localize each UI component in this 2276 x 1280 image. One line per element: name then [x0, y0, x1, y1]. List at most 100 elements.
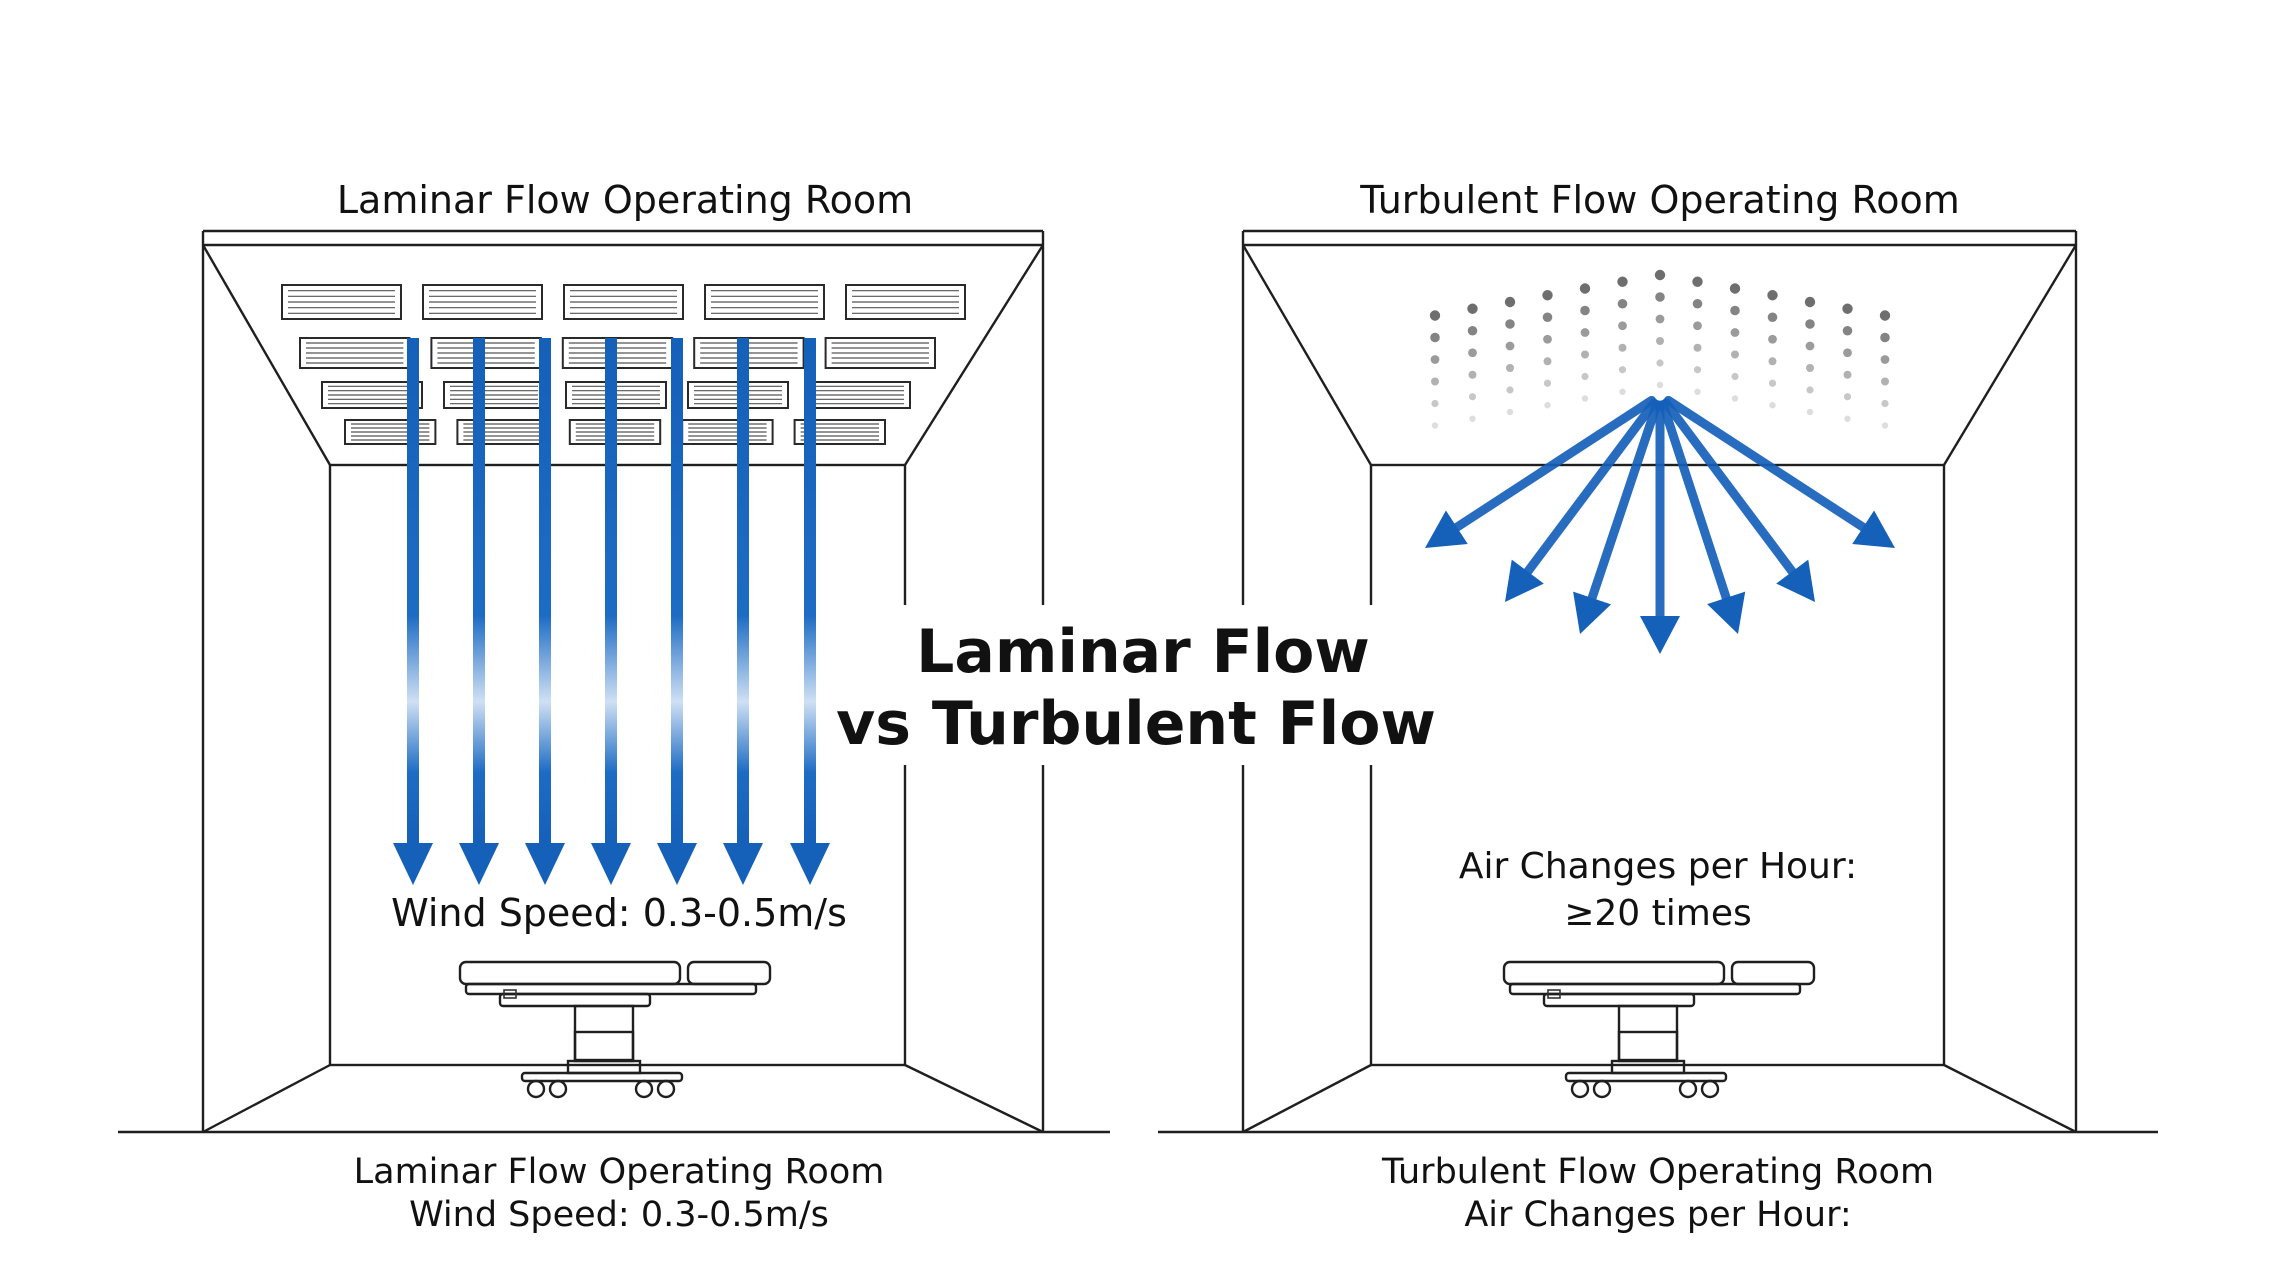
laminar-arrow-head: [525, 843, 565, 885]
laminar-title: Laminar Flow Operating Room: [337, 178, 913, 222]
diffuser-dot: [1543, 379, 1552, 387]
center-title: Laminar Flow vs Turbulent Flow: [836, 605, 1436, 765]
laminar-caption-line2: Wind Speed: 0.3-0.5m/s: [409, 1195, 829, 1235]
diffuser-dot: [1842, 325, 1853, 336]
diffuser-dot: [1467, 303, 1478, 314]
turbulent-arrows: [1425, 395, 1895, 654]
diffuser-dot: [1769, 402, 1776, 409]
laminar-arrow-head: [657, 843, 697, 885]
turbulent-arrow-head: [1852, 510, 1895, 548]
ceiling-hepa-filter-grid-icon: [281, 284, 966, 445]
turbulent-room: Turbulent Flow Operating Room Air Change…: [1158, 178, 2158, 1235]
diffuser-dot: [1806, 408, 1814, 416]
laminar-arrow-shaft: [605, 338, 617, 843]
diffuser-dot: [1505, 319, 1515, 329]
turbulent-title: Turbulent Flow Operating Room: [1359, 178, 1959, 222]
turbulent-arrow-shaft: [1587, 399, 1662, 603]
diffuser-dot: [1806, 386, 1814, 394]
diffuser-dot: [1806, 364, 1814, 372]
diffuser-dot: [1619, 388, 1626, 395]
turbulent-caption-line2: Air Changes per Hour:: [1464, 1195, 1851, 1235]
diffuser-dot: [1581, 372, 1589, 381]
diffuser-dot: [1805, 319, 1815, 329]
laminar-arrow-head: [459, 843, 499, 885]
diffuser-dot: [1844, 415, 1851, 422]
laminar-arrow-head: [723, 843, 763, 885]
diffuser-dot: [1656, 337, 1664, 345]
diffuser-dot: [1581, 395, 1589, 402]
diffuser-dot: [1881, 399, 1889, 408]
laminar-arrow-head: [591, 843, 631, 885]
diffuser-dot: [1579, 283, 1591, 294]
turbulent-arrow-head: [1776, 559, 1815, 602]
diffuser-dot: [1654, 269, 1666, 281]
diffuser-dot: [1431, 377, 1439, 386]
operating-table-icon: [1502, 960, 1816, 1099]
diffuser-dot: [1618, 366, 1627, 374]
turbulent-arrow-shaft: [1452, 395, 1657, 532]
turbulent-arrow-head: [1425, 510, 1468, 548]
turbulent-arrow-head: [1573, 591, 1612, 634]
diffuser-dot: [1655, 314, 1665, 324]
diffuser-dot: [1692, 298, 1703, 309]
diffuser-dot: [1880, 355, 1890, 364]
diffuser-dot: [1617, 298, 1628, 309]
turbulent-arrow-shaft: [1658, 400, 1731, 603]
wind-speed-label: Wind Speed: 0.3-0.5m/s: [391, 891, 847, 935]
diffuser-dot: [1804, 296, 1816, 308]
diffuser-dot: [1656, 359, 1664, 367]
diffuser-dot: [1467, 325, 1478, 336]
diffuser-dot: [1581, 350, 1589, 359]
laminar-arrow-shaft: [473, 338, 485, 843]
diffuser-dot: [1618, 343, 1627, 352]
diffuser-dot: [1542, 312, 1553, 323]
diffuser-dot: [1468, 393, 1477, 401]
diffuser-dot: [1730, 328, 1740, 337]
laminar-room: Laminar Flow Operating Room Wind Speed: …: [118, 178, 1110, 1235]
diffuser-dot: [1692, 276, 1703, 287]
diffuser-dot: [1429, 310, 1441, 321]
diffuser-dot: [1543, 357, 1552, 366]
turbulent-arrow-shaft: [1661, 398, 1797, 577]
diffuser-dot: [1842, 303, 1853, 314]
diffuser-dot: [1504, 296, 1516, 308]
diffuser-dot: [1431, 422, 1439, 429]
diffuser-dot: [1543, 334, 1552, 344]
diffuser-dot: [1805, 341, 1815, 351]
turbulent-arrow-head: [1505, 559, 1544, 602]
diffuser-dot: [1693, 343, 1702, 352]
center-title-line2: vs Turbulent Flow: [836, 689, 1436, 759]
laminar-arrows: [393, 338, 830, 885]
diffuser-dot: [1580, 305, 1590, 316]
diffuser-dot: [1617, 276, 1628, 287]
diffuser-dot: [1843, 370, 1852, 379]
diffuser-dot: [1468, 348, 1477, 358]
diffuser-dots-icon: [1429, 269, 1891, 429]
diffuser-dot: [1656, 381, 1664, 389]
turbulent-arrow-shaft: [1663, 395, 1868, 532]
diffuser-dot: [1506, 364, 1514, 372]
laminar-arrow-shaft: [539, 338, 551, 843]
diffuser-dot: [1767, 312, 1778, 323]
diffuser-dot: [1431, 399, 1439, 408]
diffuser-dot: [1430, 332, 1440, 343]
diffuser-dot: [1881, 422, 1889, 429]
center-title-line1: Laminar Flow: [916, 617, 1370, 687]
diffuser-dot: [1768, 379, 1777, 387]
diffuser-dot: [1843, 348, 1852, 358]
diffuser-dot: [1843, 393, 1852, 401]
turbulent-arrow-shaft: [1523, 398, 1659, 577]
laminar-arrow-shaft: [407, 338, 419, 843]
diffuser-dot: [1430, 355, 1440, 364]
laminar-arrow-shaft: [671, 338, 683, 843]
diffuser-dot: [1506, 386, 1514, 394]
diffuser-dot: [1768, 357, 1777, 366]
diffuser-dot: [1544, 402, 1551, 409]
laminar-caption-line1: Laminar Flow Operating Room: [354, 1152, 885, 1192]
turbulent-caption-line1: Turbulent Flow Operating Room: [1381, 1152, 1934, 1192]
diffuser-dot: [1730, 305, 1740, 316]
air-changes-label-line2: ≥20 times: [1564, 893, 1752, 934]
operating-table-icon: [458, 960, 772, 1099]
diffuser-dot: [1767, 290, 1778, 301]
